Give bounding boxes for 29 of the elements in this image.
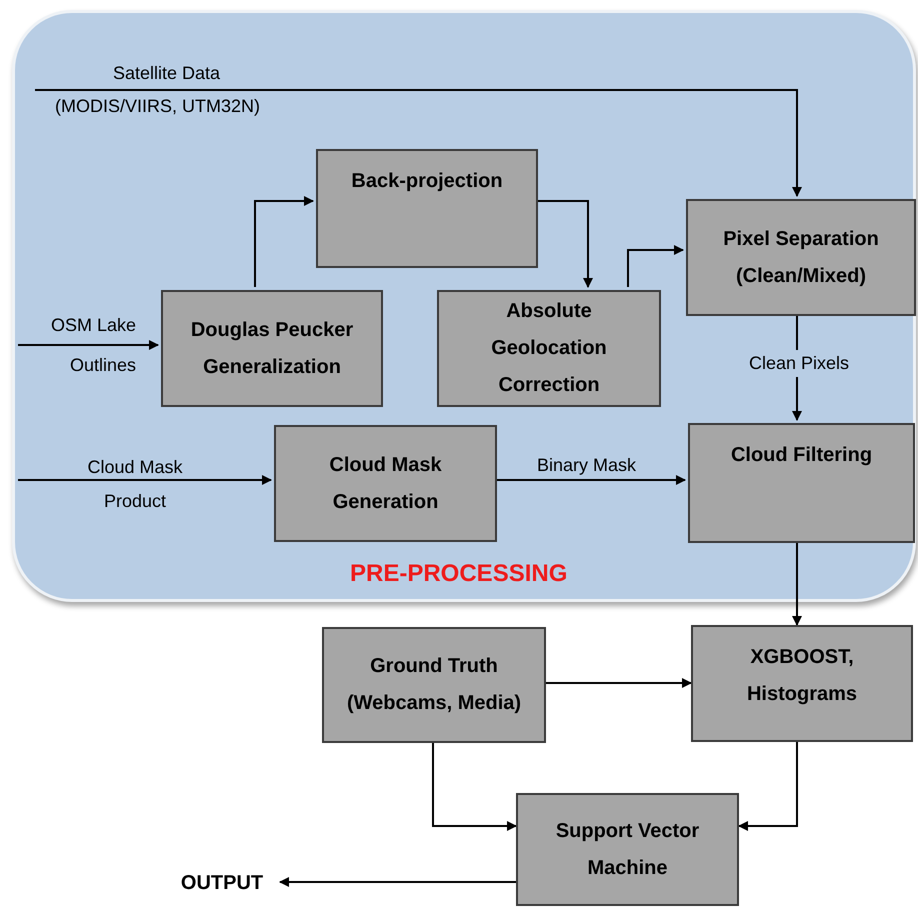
arrow xyxy=(546,678,692,688)
arrow xyxy=(494,475,686,485)
arrow xyxy=(279,877,516,887)
panel-title: PRE-PROCESSING xyxy=(350,559,568,589)
edge-label: Binary Mask xyxy=(537,454,636,477)
arrow xyxy=(432,743,517,831)
edge-note: (MODIS/VIIRS, UTM32N) xyxy=(55,95,260,118)
process-box: Cloud Filtering xyxy=(688,423,915,543)
process-box: XGBOOST, Histograms xyxy=(691,625,913,742)
edge-label: Cloud Mask Product xyxy=(86,456,184,513)
arrow xyxy=(792,540,802,626)
arrow xyxy=(738,742,798,831)
arrow xyxy=(254,196,314,287)
pre-processing-panel xyxy=(12,10,916,602)
process-box: Absolute Geolocation Correction xyxy=(437,290,661,407)
arrow xyxy=(18,340,159,350)
process-box: Ground Truth (Webcams, Media) xyxy=(322,627,546,743)
process-box: Pixel Separation (Clean/Mixed) xyxy=(686,199,916,316)
edge-label: Satellite Data xyxy=(113,62,220,85)
arrow xyxy=(627,245,684,287)
process-box: Cloud Mask Generation xyxy=(274,425,497,542)
arrow xyxy=(35,89,802,197)
output-text: OUTPUT xyxy=(170,868,274,898)
process-box: Support Vector Machine xyxy=(516,793,739,906)
edge-label: OSM Lake Outlines xyxy=(50,314,136,377)
process-box: Back-projection xyxy=(316,149,538,268)
arrow xyxy=(535,200,593,288)
process-box: Douglas Peucker Generalization xyxy=(161,290,383,407)
arrow xyxy=(18,475,272,485)
